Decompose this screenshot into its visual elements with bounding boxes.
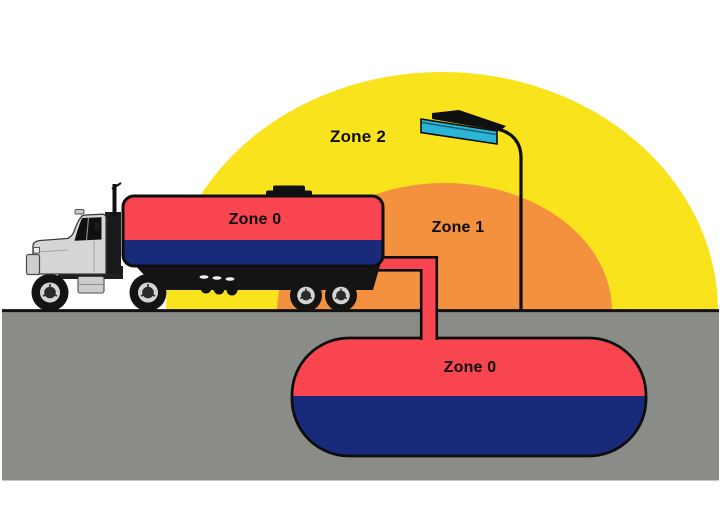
underground-tank-outline: [290, 336, 648, 458]
exhaust-tip: [111, 182, 122, 190]
underground-tank-zone0-label: Zone 0: [443, 359, 497, 376]
front-wheel: [31, 274, 69, 311]
tanker-zone0-label: Zone 0: [228, 211, 282, 228]
drain-valve: [200, 282, 212, 294]
front-bumper: [25, 253, 41, 276]
tanker-liquid: [123, 240, 383, 266]
manhole-hatch: [273, 185, 305, 193]
lamp-top-lid: [432, 110, 506, 131]
tanker-outline: [121, 194, 385, 268]
lamp-pole: [496, 127, 523, 311]
tanker-vapour-space: [123, 196, 383, 240]
drain-valve: [213, 283, 225, 295]
tanker-truck: [25, 182, 385, 312]
valve-fitting: [199, 275, 209, 279]
headlight: [33, 247, 40, 254]
trailer-wheel: [290, 279, 322, 312]
drive-wheel: [129, 274, 167, 311]
underground-storage-tank: [290, 336, 648, 458]
underground-tank-liquid: [292, 396, 646, 456]
lamp-head: [420, 118, 498, 145]
fill-pipe: [370, 256, 439, 341]
exhaust-stack: [112, 184, 117, 216]
cab-rear-panel: [105, 212, 121, 274]
zone2-label: Zone 2: [330, 127, 386, 146]
hood-crease: [35, 249, 69, 253]
window-pillar: [85, 217, 90, 241]
zone1-label: Zone 1: [431, 219, 485, 236]
trailer-wheel: [325, 279, 357, 312]
underground-tank-vapour-space: [292, 338, 646, 396]
side-mirror: [94, 222, 100, 231]
roof-marker: [74, 209, 85, 215]
truck-cab: [25, 209, 107, 294]
street-lamp-icon: [420, 110, 523, 311]
fill-pipe-outline: [370, 256, 439, 340]
valve-fitting: [212, 276, 222, 280]
drain-valve: [226, 284, 238, 296]
lamp-head-seam: [421, 121, 497, 136]
trailer-underside: [132, 262, 381, 290]
tanker-barrel: [121, 185, 385, 268]
valve-fitting: [225, 277, 235, 281]
